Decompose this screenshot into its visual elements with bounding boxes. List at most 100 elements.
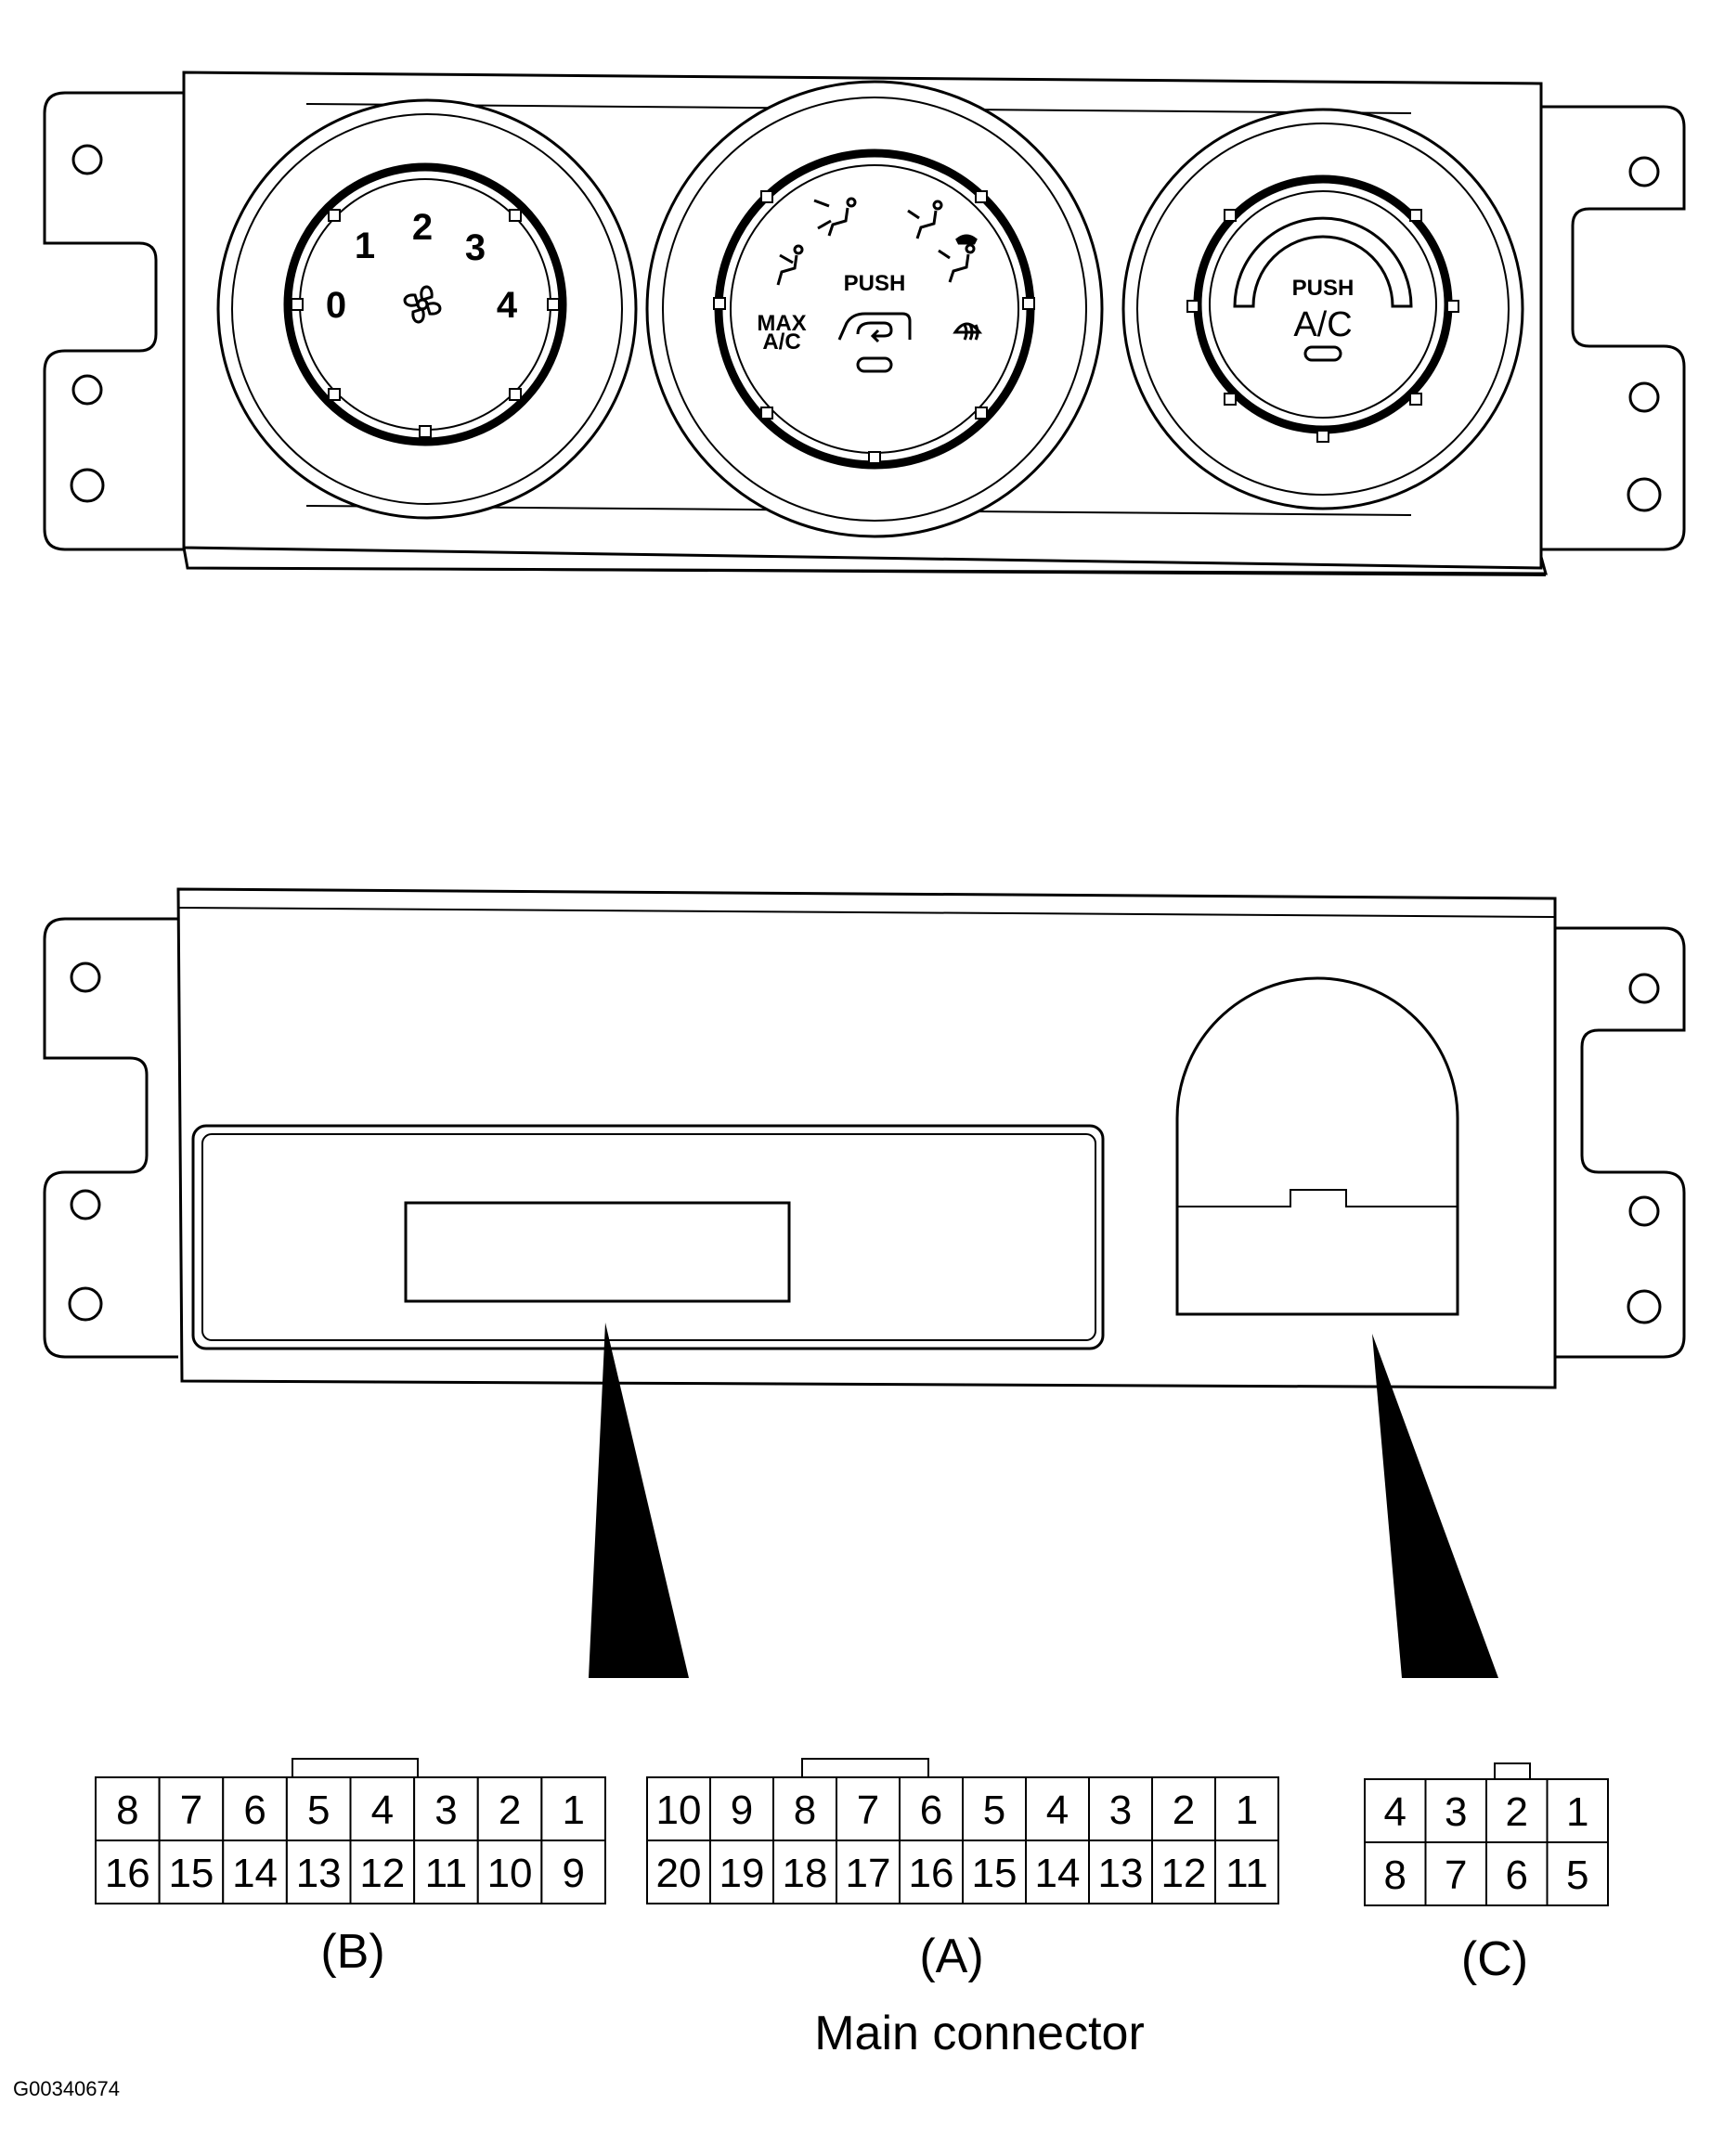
pin-number: 7 bbox=[180, 1788, 202, 1833]
foot-defrost-icon bbox=[938, 234, 978, 283]
ac-knob[interactable] bbox=[1121, 108, 1524, 510]
mount-hole bbox=[71, 144, 103, 175]
pin-cell bbox=[1214, 1776, 1279, 1841]
mode-indicator-light bbox=[856, 356, 893, 373]
pin-cell bbox=[1546, 1841, 1609, 1906]
pin-number: 12 bbox=[359, 1851, 405, 1896]
connector-b-label: (B) bbox=[320, 1925, 384, 1979]
figure-id: G00340674 bbox=[13, 2077, 120, 2100]
pin-number: 14 bbox=[1035, 1851, 1081, 1896]
mount-hole bbox=[68, 1286, 103, 1322]
mount-hole bbox=[70, 1189, 101, 1220]
pin-number: 2 bbox=[499, 1788, 521, 1833]
mount-hole bbox=[1628, 381, 1660, 413]
pin-cell bbox=[95, 1840, 161, 1904]
pin-cell bbox=[1485, 1778, 1549, 1843]
pin-cell bbox=[1546, 1778, 1609, 1843]
pin-cell bbox=[158, 1840, 225, 1904]
left-mounting-bracket bbox=[43, 917, 178, 1359]
pin-number: 9 bbox=[731, 1788, 753, 1833]
pin-cell bbox=[962, 1776, 1027, 1841]
pin-number: 1 bbox=[562, 1788, 584, 1833]
mode-knob[interactable] bbox=[645, 80, 1104, 538]
pin-number: 10 bbox=[487, 1851, 533, 1896]
bi-level-icon bbox=[813, 197, 857, 237]
pin-number: 6 bbox=[920, 1788, 942, 1833]
pin-cell bbox=[1151, 1776, 1216, 1841]
pin-number: 3 bbox=[1109, 1788, 1132, 1833]
pin-cell bbox=[476, 1776, 543, 1841]
mount-hole bbox=[1627, 477, 1662, 512]
pin-number: 2 bbox=[1173, 1788, 1195, 1833]
pin-cell bbox=[413, 1776, 479, 1841]
pin-number: 1 bbox=[1236, 1788, 1258, 1833]
pin-number: 11 bbox=[425, 1851, 468, 1896]
pin-number: 8 bbox=[116, 1788, 138, 1833]
pin-number: 14 bbox=[232, 1851, 278, 1896]
fan-position-3: 3 bbox=[465, 227, 486, 268]
pin-number: 13 bbox=[1098, 1851, 1144, 1896]
pin-number: 16 bbox=[909, 1851, 954, 1896]
connector-c-housing bbox=[1175, 976, 1459, 1316]
pin-cell bbox=[222, 1840, 288, 1904]
pointer-connector-c bbox=[1372, 1334, 1498, 1678]
fan-position-1: 1 bbox=[355, 226, 375, 266]
connector-a-label: (A) bbox=[919, 1930, 983, 1983]
main-connector-socket bbox=[404, 1201, 791, 1303]
mount-hole bbox=[70, 962, 101, 993]
connector-c-key bbox=[1494, 1762, 1531, 1780]
mount-hole bbox=[70, 468, 105, 503]
recirculation-icon bbox=[837, 312, 912, 343]
front-housing bbox=[182, 71, 1543, 570]
pin-cell bbox=[1151, 1840, 1216, 1904]
pointer-main-connector bbox=[589, 1323, 689, 1678]
connector-a-key bbox=[801, 1758, 929, 1778]
pin-number: 5 bbox=[1566, 1853, 1588, 1898]
pin-number: 11 bbox=[1225, 1851, 1268, 1896]
pin-cell bbox=[899, 1840, 964, 1904]
mount-hole bbox=[1628, 156, 1660, 187]
mount-hole bbox=[1627, 1289, 1662, 1324]
pin-number: 20 bbox=[656, 1851, 702, 1896]
pin-number: 1 bbox=[1566, 1789, 1588, 1835]
mode-push-label: PUSH bbox=[844, 271, 906, 296]
max-ac-line1: MAX bbox=[757, 311, 806, 336]
right-mounting-bracket bbox=[1541, 105, 1686, 551]
pin-number: 4 bbox=[371, 1788, 394, 1833]
pin-cell bbox=[1364, 1841, 1427, 1906]
left-mounting-bracket bbox=[43, 91, 184, 551]
pin-number: 19 bbox=[719, 1851, 765, 1896]
max-ac-line2: A/C bbox=[762, 329, 800, 355]
pin-number: 3 bbox=[434, 1788, 457, 1833]
ac-label: A/C bbox=[1293, 305, 1352, 344]
ac-knob-arc-window bbox=[1233, 216, 1413, 308]
pin-cell bbox=[349, 1776, 416, 1841]
pin-cell bbox=[222, 1776, 288, 1841]
fan-icon bbox=[403, 285, 442, 324]
pin-cell bbox=[709, 1840, 774, 1904]
fan-speed-labels: 0 1 2 3 4 bbox=[326, 207, 518, 326]
pin-number: 10 bbox=[656, 1788, 702, 1833]
pin-cell bbox=[540, 1840, 606, 1904]
pin-number: 15 bbox=[972, 1851, 1018, 1896]
main-connector-label: Main connector bbox=[814, 2007, 1145, 2060]
rear-housing bbox=[176, 887, 1557, 1389]
defrost-icon bbox=[953, 322, 983, 341]
ac-indicator-light bbox=[1303, 345, 1342, 362]
mount-hole bbox=[1628, 1195, 1660, 1227]
mount-hole bbox=[71, 374, 103, 406]
mode-knob-labels: PUSH MAX A/C bbox=[757, 197, 983, 373]
fan-position-2: 2 bbox=[412, 207, 433, 248]
pin-number: 3 bbox=[1445, 1789, 1467, 1835]
right-mounting-bracket bbox=[1555, 926, 1686, 1359]
pin-cell bbox=[1485, 1841, 1549, 1906]
pin-cell bbox=[709, 1776, 774, 1841]
foot-vent-icon bbox=[907, 200, 943, 239]
pin-cell bbox=[540, 1776, 606, 1841]
pin-number: 8 bbox=[1384, 1853, 1406, 1898]
mount-hole bbox=[1628, 973, 1660, 1004]
pin-cell bbox=[1088, 1840, 1153, 1904]
